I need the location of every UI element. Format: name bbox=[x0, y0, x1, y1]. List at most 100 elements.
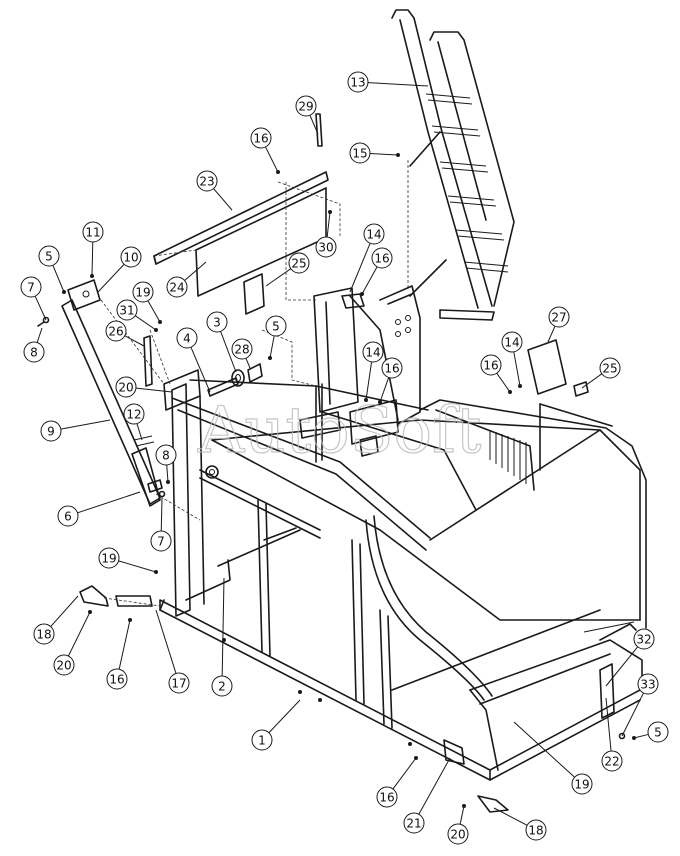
callout-number: 20 bbox=[450, 828, 465, 842]
callout-leader bbox=[326, 211, 331, 238]
callout-15: 15 bbox=[349, 142, 399, 164]
callout-leader bbox=[52, 265, 65, 293]
callout-number: 10 bbox=[123, 251, 138, 265]
callout-circle bbox=[166, 276, 188, 298]
callout-number: 14 bbox=[365, 346, 380, 360]
callout-number: 25 bbox=[291, 257, 306, 271]
callout-number: 24 bbox=[169, 281, 184, 295]
callout-circle bbox=[571, 773, 593, 795]
callout-8: 8 bbox=[155, 444, 177, 483]
callout-20: 20 bbox=[115, 376, 173, 398]
callout-number: 3 bbox=[213, 316, 221, 330]
callout-number: 21 bbox=[406, 817, 421, 831]
callout-leader bbox=[265, 268, 292, 287]
callout-number: 26 bbox=[108, 325, 123, 339]
callout-circle bbox=[231, 338, 253, 360]
callout-circle bbox=[82, 221, 104, 243]
callout-leader bbox=[67, 611, 91, 657]
callout-number: 7 bbox=[157, 535, 165, 549]
callout-circle bbox=[20, 276, 42, 298]
callout-leader bbox=[190, 347, 211, 393]
callout-circle bbox=[376, 786, 398, 808]
callout-3: 3 bbox=[206, 311, 237, 373]
callout-24: 24 bbox=[166, 261, 207, 298]
callout-number: 5 bbox=[654, 726, 662, 740]
callout-leader bbox=[379, 377, 390, 403]
main-frame bbox=[159, 369, 647, 781]
callout-circle bbox=[265, 315, 287, 337]
callout-leader bbox=[134, 315, 157, 331]
callout-16: 16 bbox=[250, 127, 279, 173]
bracket-21 bbox=[443, 739, 465, 765]
watermark: AutoSoft bbox=[197, 394, 482, 468]
callout-circle bbox=[98, 547, 120, 569]
callout-5: 5 bbox=[38, 245, 65, 293]
callout-number: 16 bbox=[374, 252, 389, 266]
callout-circle bbox=[633, 628, 655, 650]
callout-25: 25 bbox=[265, 252, 310, 287]
callout-number: 14 bbox=[366, 228, 381, 242]
callout-leader bbox=[605, 646, 639, 687]
callout-leader bbox=[136, 423, 143, 441]
callout-16: 16 bbox=[480, 354, 511, 393]
callout-leader bbox=[77, 491, 141, 514]
callout-circle bbox=[40, 420, 62, 442]
callout-16: 16 bbox=[361, 247, 393, 295]
callout-leader bbox=[245, 358, 251, 369]
cover-plate-right bbox=[573, 381, 589, 397]
callout-number: 28 bbox=[234, 343, 249, 357]
callout-2: 2 bbox=[211, 577, 233, 697]
callout-number: 19 bbox=[135, 286, 150, 300]
callout-leader bbox=[493, 807, 528, 826]
callout-14: 14 bbox=[362, 341, 384, 401]
callout-leader bbox=[349, 243, 371, 293]
callout-circle bbox=[251, 729, 273, 751]
callout-leader bbox=[213, 188, 233, 211]
callout-number: 33 bbox=[640, 678, 655, 692]
callout-leader bbox=[220, 331, 237, 373]
callout-28: 28 bbox=[231, 338, 253, 369]
callout-leader bbox=[60, 419, 111, 430]
bracket-32 bbox=[599, 663, 615, 719]
callout-number: 2 bbox=[218, 680, 226, 694]
callout-leader bbox=[513, 351, 521, 387]
foot-bracket-right bbox=[477, 795, 509, 813]
callout-leader bbox=[50, 595, 79, 627]
callout-leader bbox=[513, 721, 575, 778]
callout-number: 8 bbox=[162, 449, 170, 463]
stand-bracket bbox=[143, 335, 153, 387]
callout-number: 16 bbox=[483, 359, 498, 373]
callout-circle bbox=[362, 341, 384, 363]
callout-number: 16 bbox=[379, 791, 394, 805]
callout-circle bbox=[315, 236, 337, 258]
callout-number: 22 bbox=[604, 755, 619, 769]
callout-circle bbox=[57, 505, 79, 527]
callout-number: 11 bbox=[85, 226, 100, 240]
callout-circle bbox=[196, 170, 218, 192]
callout-13: 13 bbox=[347, 71, 429, 93]
callout-7: 7 bbox=[20, 276, 47, 321]
callout-number: 30 bbox=[318, 241, 333, 255]
callout-1: 1 bbox=[251, 699, 301, 751]
callout-leader bbox=[633, 733, 649, 739]
callout-19: 19 bbox=[98, 547, 157, 573]
callout-leader bbox=[118, 619, 131, 670]
callout-11: 11 bbox=[82, 221, 104, 277]
callout-number: 23 bbox=[199, 175, 214, 189]
top-beam bbox=[153, 113, 341, 297]
callout-leader bbox=[36, 327, 43, 343]
callout-19: 19 bbox=[513, 721, 593, 795]
callout-number: 8 bbox=[30, 346, 38, 360]
callout-10: 10 bbox=[97, 246, 142, 293]
callout-circle bbox=[105, 320, 127, 342]
callout-31: 31 bbox=[116, 299, 157, 331]
callout-number: 14 bbox=[504, 336, 519, 350]
callout-leader bbox=[265, 146, 279, 173]
callout-leader bbox=[91, 241, 94, 277]
foot-bracket-17 bbox=[115, 595, 153, 607]
callout-32: 32 bbox=[605, 628, 655, 687]
callout-leader bbox=[147, 300, 161, 323]
callout-29: 29 bbox=[295, 95, 319, 135]
